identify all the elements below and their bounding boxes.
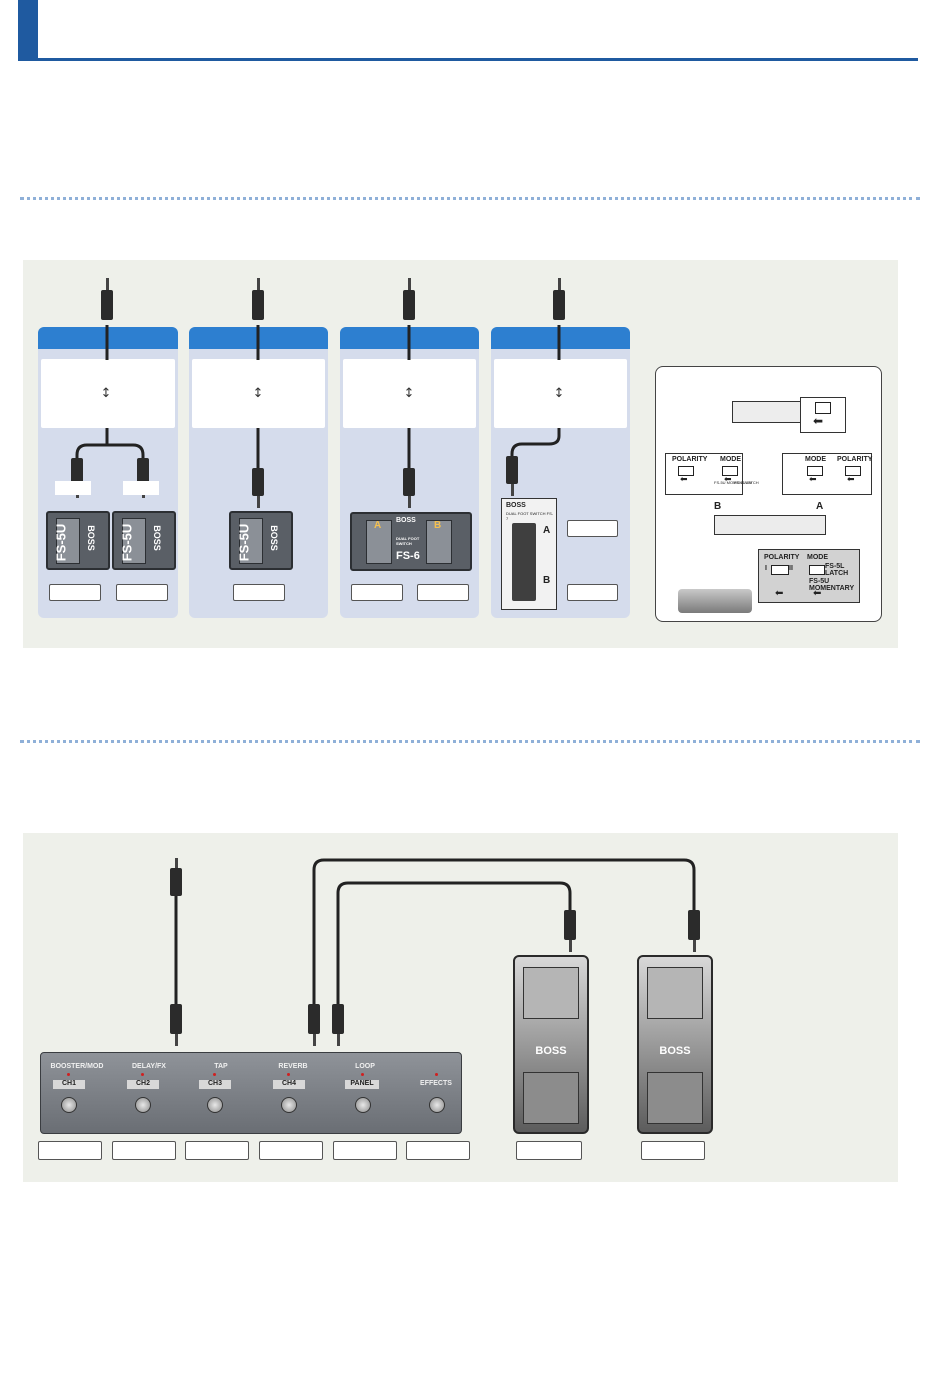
footswitch-ch1[interactable] <box>61 1097 77 1113</box>
polarity-mode-box-b: POLARITY MODE ⬅ ⬅ <box>665 453 743 495</box>
empty-label-box <box>567 584 618 601</box>
switch-settings-diagram: ⬅ POLARITY MODE ⬅ ⬅ FS-5U MOMENTARY FS-5… <box>655 366 882 622</box>
phone-plug-icon <box>252 468 264 508</box>
ch4-button[interactable]: CH4 <box>273 1080 305 1089</box>
ch3-button[interactable]: CH3 <box>199 1080 231 1089</box>
left-arrow-icon: ⬅ <box>724 474 732 484</box>
empty-label-box <box>516 1141 582 1160</box>
fs7-pedal: BOSS DUAL FOOT SWITCH FS-7 A B <box>501 498 557 610</box>
left-arrow-icon: ⬅ <box>813 414 824 428</box>
phone-plug-icon <box>332 1004 344 1048</box>
section-divider <box>20 740 920 743</box>
updown-arrow-icon: ↕ <box>553 386 565 401</box>
empty-label-box <box>351 584 403 601</box>
fs6-pedal: A B BOSS DUAL FOOT SWITCH FS-6 <box>350 512 472 571</box>
panel1-cables <box>75 325 561 470</box>
column-3-info-box <box>343 359 476 428</box>
column-2-info-box <box>192 359 325 428</box>
phone-plug-icon <box>252 278 264 323</box>
panel-button[interactable]: PANEL <box>345 1080 379 1089</box>
updown-arrow-icon: ↕ <box>403 386 415 401</box>
footswitch-ch2[interactable] <box>135 1097 151 1113</box>
polarity-mode-box-a: MODE POLARITY ⬅ ⬅ <box>782 453 872 495</box>
empty-label-box <box>406 1141 470 1160</box>
panel2-cables <box>174 858 696 1010</box>
phone-plug-icon <box>553 278 565 323</box>
footswitch-ch3[interactable] <box>207 1097 223 1113</box>
left-arrow-icon: ⬅ <box>809 474 817 484</box>
empty-label-box <box>112 1141 176 1160</box>
phone-plug-icon <box>564 910 576 952</box>
footswitch-effects[interactable] <box>429 1097 445 1113</box>
empty-label-box <box>333 1141 397 1160</box>
phone-plug-icon <box>403 468 415 508</box>
empty-label-box <box>185 1141 249 1160</box>
empty-label-box <box>233 584 285 601</box>
fs6-rear-view <box>714 515 826 535</box>
phone-plug-icon <box>308 1004 320 1048</box>
empty-label-box <box>38 1141 102 1160</box>
empty-label-box <box>116 584 168 601</box>
expression-pedal-2: BOSS <box>637 955 713 1134</box>
left-arrow-icon: ⬅ <box>680 474 688 484</box>
empty-label-box <box>567 520 618 537</box>
phone-plug-icon <box>506 456 518 496</box>
empty-label-box <box>417 584 469 601</box>
fs5u-pedal: FS-5U BOSS <box>229 511 293 570</box>
plug-label-box <box>123 481 159 495</box>
left-arrow-icon: ⬅ <box>775 588 784 599</box>
expression-pedal-1: BOSS <box>513 955 589 1134</box>
switch-zoom-box: ⬅ <box>800 397 846 433</box>
fs5l-pedal-side <box>678 589 752 613</box>
page-header <box>18 0 918 61</box>
left-arrow-icon: ⬅ <box>847 474 855 484</box>
empty-label-box <box>259 1141 323 1160</box>
updown-arrow-icon: ↕ <box>252 386 264 401</box>
footswitch-board: BOOSTER/MOD DELAY/FX TAP REVERB LOOP CH1… <box>40 1052 462 1134</box>
updown-arrow-icon: ↕ <box>100 386 112 401</box>
phone-plug-icon <box>403 278 415 323</box>
footswitch-ch4[interactable] <box>281 1097 297 1113</box>
header-accent <box>18 0 38 58</box>
fs5u-pedal: FS-5U BOSS <box>46 511 110 570</box>
plug-label-box <box>55 481 91 495</box>
fs5u-pedal: FS-5U BOSS <box>112 511 176 570</box>
left-arrow-icon: ⬅ <box>813 588 822 599</box>
phone-plug-icon <box>101 278 113 323</box>
ch1-button[interactable]: CH1 <box>53 1080 85 1089</box>
section-divider <box>20 197 920 200</box>
phone-plug-icon <box>170 1004 182 1048</box>
empty-label-box <box>49 584 101 601</box>
column-4-info-box <box>494 359 627 428</box>
column-1-info-box <box>41 359 175 428</box>
phone-plug-icon <box>170 858 182 898</box>
phone-plug-icon <box>688 910 700 952</box>
fs5l-switch-box: POLARITY MODE I II FS-5L LATCH FS-5U MOM… <box>758 549 860 603</box>
ch2-button[interactable]: CH2 <box>127 1080 159 1089</box>
footswitch-panel[interactable] <box>355 1097 371 1113</box>
empty-label-box <box>641 1141 705 1160</box>
